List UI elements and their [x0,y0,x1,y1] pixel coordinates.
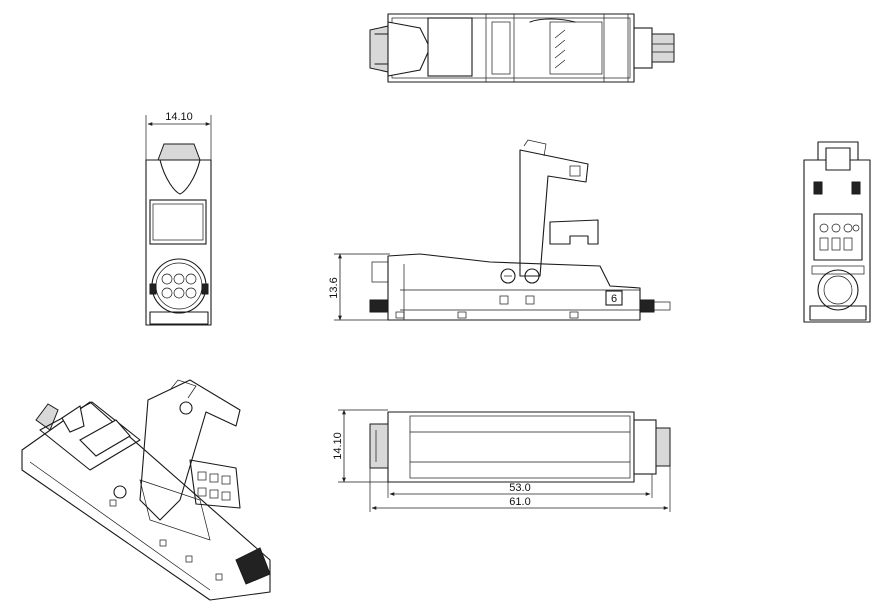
side-view: 13.6 6 [328,139,671,321]
dim-front-height: 13.6 [328,277,340,298]
pin-grid [161,273,197,299]
dim-total-length: 61.0 [509,496,530,508]
bottom-view: 14.10 53.0 61.0 [332,409,671,512]
marker-number: 6 [611,293,617,305]
iso-contacts [197,471,231,501]
dim-inner-length: 53.0 [509,482,530,494]
end-view-right [803,141,871,323]
top-view [369,13,675,83]
dim-bottom-width: 14.10 [332,432,344,460]
isometric-view [21,379,271,601]
dim-top-width: 14.10 [165,111,193,123]
end-view-left: 14.10 [145,111,212,326]
terminal-grid [819,223,860,251]
